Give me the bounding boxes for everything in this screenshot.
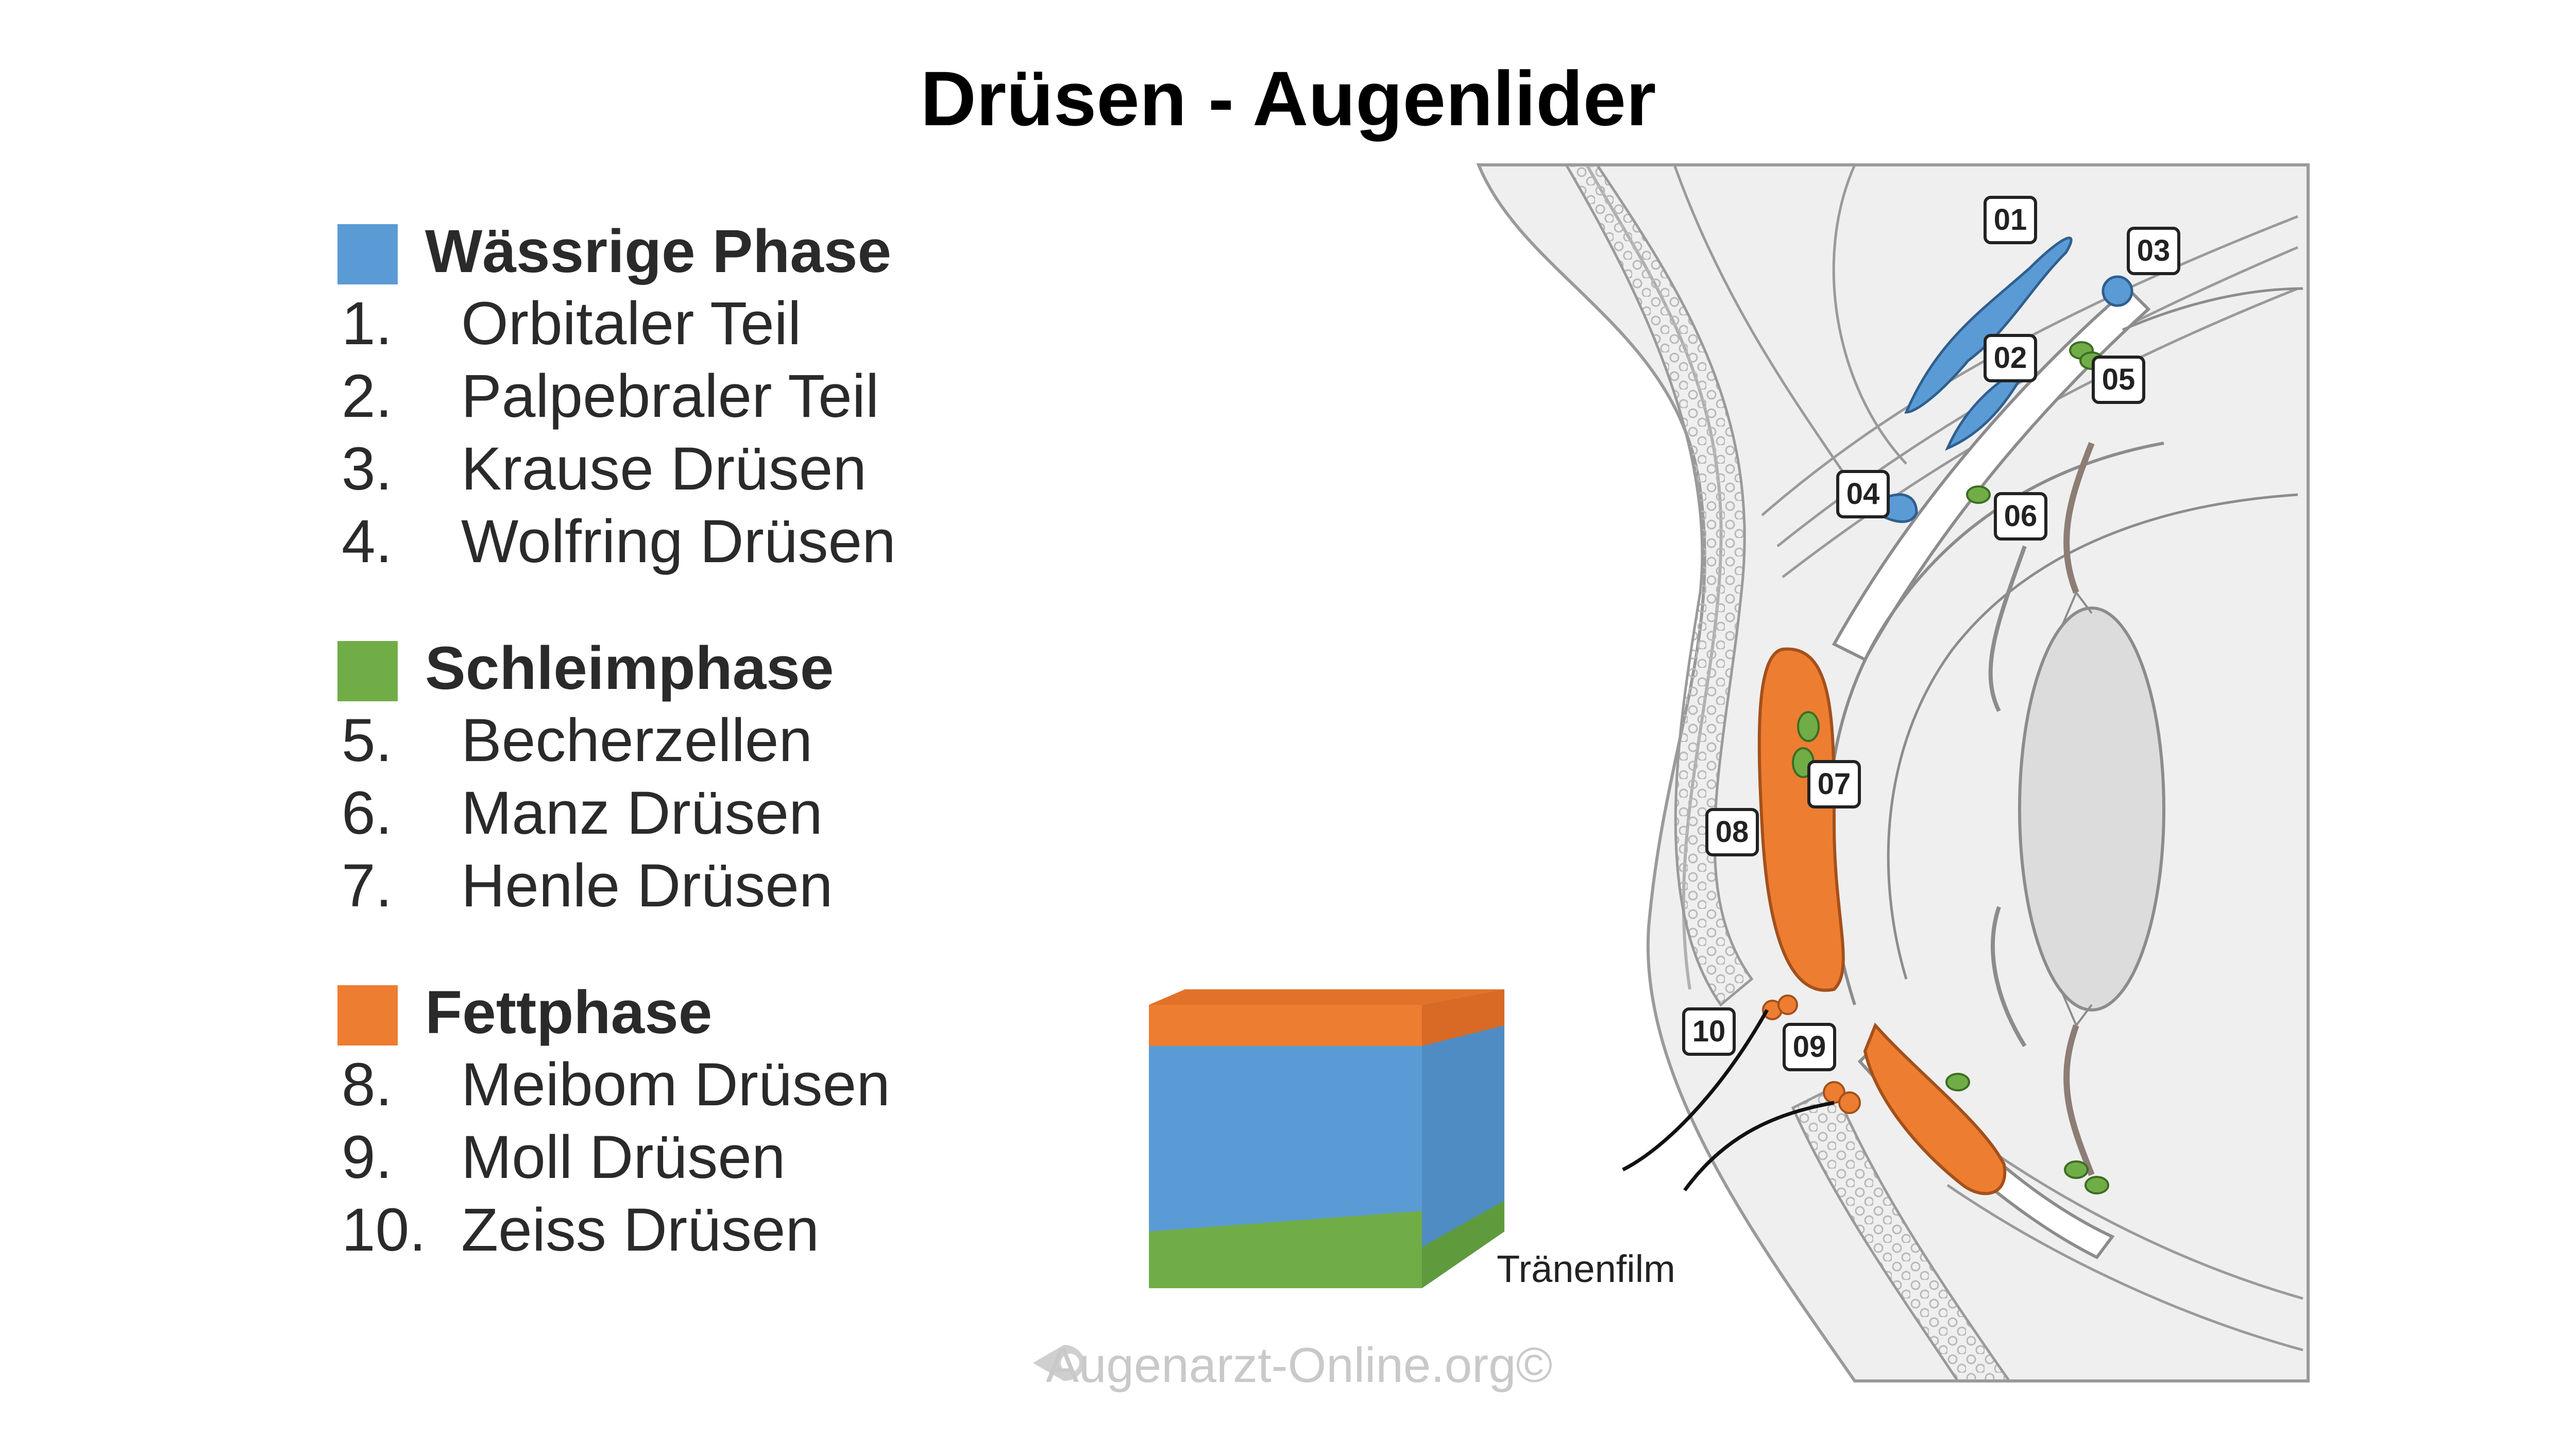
tear-film-lipid-layer	[1149, 1005, 1422, 1046]
legend-item: 9.Moll Drüsen	[342, 1123, 786, 1191]
legend-group-label: Wässrige Phase	[425, 217, 892, 285]
legend-group-mucin: Schleimphase 5.Becherzellen 6.Manz Drüse…	[337, 633, 1110, 923]
sclera-curve	[1887, 493, 2298, 980]
upper-conjunctiva	[1832, 286, 2151, 662]
legend-group-label: Fettphase	[425, 979, 713, 1047]
upper-meibomian-gland	[1757, 647, 1845, 992]
diagram-label-04: 04	[1836, 470, 1890, 518]
tear-film-side-lipid	[1422, 989, 1504, 1046]
goblet-cells	[2084, 1176, 2109, 1194]
diagram-label-10: 10	[1682, 1007, 1736, 1056]
eyelash	[1622, 1009, 1769, 1172]
diagram-label-08: 08	[1705, 808, 1759, 856]
mucin-swatch	[337, 641, 398, 701]
eyelash	[1683, 1101, 1835, 1192]
aqueous-swatch	[337, 224, 398, 284]
lower-orbicularis-layer	[1791, 1085, 2012, 1382]
lower-fibers	[1946, 1184, 2303, 1352]
eyelid-tissue	[1476, 163, 2310, 1382]
krause-gland	[2102, 275, 2133, 307]
eye-logo-icon	[1033, 1345, 1084, 1381]
henle-gland	[1797, 711, 1820, 742]
diagram-label-02: 02	[1984, 334, 2037, 382]
lens	[2018, 606, 2165, 1011]
diagram-label-01: 01	[1984, 196, 2037, 244]
legend-item: 6.Manz Drüsen	[342, 779, 823, 847]
tear-film-side-mucin	[1422, 1201, 1504, 1288]
iris	[1988, 545, 2027, 1048]
manz-gland	[1966, 485, 1991, 504]
orbicularis-layer	[1564, 163, 1754, 1007]
diagram-label-09: 09	[1783, 1023, 1836, 1071]
zonule-fibers	[2060, 592, 2093, 1026]
diagram-label-07: 07	[1807, 760, 1861, 808]
levator-fibers	[1761, 215, 2298, 516]
sclera-outer	[2122, 287, 2303, 331]
septum-line	[1673, 164, 1856, 491]
ciliary-body	[2063, 442, 2095, 1176]
tear-film-aqueous-layer	[1149, 1046, 1422, 1232]
legend-item: 7.Henle Drüsen	[342, 852, 833, 920]
diagram-label-06: 06	[1994, 492, 2047, 541]
legend-item: 10.Zeiss Drüsen	[342, 1196, 820, 1264]
zeiss-gland	[1777, 994, 1798, 1015]
legend: Wässrige Phase 1.Orbitaler Teil 2.Palpeb…	[337, 216, 1110, 1322]
lower-meibomian-gland	[1863, 1022, 2007, 1195]
lower-fibers	[1988, 1148, 2303, 1300]
tear-film-label: Tränenfilm	[1497, 1247, 1675, 1290]
diagram-label-05: 05	[2092, 356, 2145, 404]
legend-item: 8.Meibom Drüsen	[342, 1051, 890, 1119]
legend-group-label: Schleimphase	[425, 634, 834, 702]
page-title: Drüsen - Augenlider	[920, 55, 1656, 142]
legend-group-aqueous: Wässrige Phase 1.Orbitaler Teil 2.Palpeb…	[337, 216, 1110, 579]
moll-gland	[1838, 1091, 1861, 1114]
legend-item: 3.Krause Drüsen	[342, 435, 867, 503]
legend-item: 4.Wolfring Drüsen	[342, 508, 896, 576]
lacrimal-gland-orbital	[1904, 237, 2073, 414]
legend-item: 1.Orbitaler Teil	[342, 290, 802, 358]
legend-group-lipid: Fettphase 8.Meibom Drüsen 9.Moll Drüsen …	[337, 977, 1110, 1268]
watermark: Augenarzt-Online.org©	[1046, 1338, 1553, 1393]
legend-item: 5.Becherzellen	[342, 706, 813, 774]
diagram-label-03: 03	[2127, 227, 2180, 275]
septum-line	[1832, 164, 1907, 465]
lipid-swatch	[337, 985, 398, 1046]
legend-item: 2.Palpebraler Teil	[342, 362, 879, 430]
goblet-cells	[2064, 1160, 2089, 1179]
tear-film-lipid-top	[1149, 989, 1504, 1005]
goblet-cells	[1945, 1073, 1970, 1091]
